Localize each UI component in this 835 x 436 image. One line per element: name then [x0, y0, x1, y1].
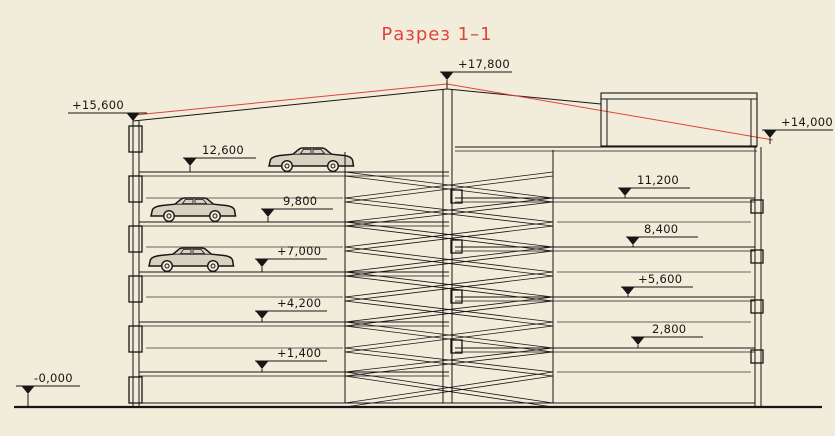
- elevation-label: 9,800: [283, 194, 317, 208]
- ramp-bay-columns: [344, 150, 554, 403]
- ramp-line: [344, 325, 554, 353]
- elevation-marker-r4: 8,400: [626, 222, 698, 247]
- elevation-marker-r5: 11,200: [618, 173, 690, 198]
- floor-slabs-right: [455, 146, 757, 353]
- ramp-line: [344, 271, 554, 298]
- section-title: Разрез 1–1: [381, 24, 492, 45]
- elevation-label: +15,600: [72, 98, 124, 112]
- ramps: [344, 171, 554, 408]
- ramp-line: [344, 171, 554, 199]
- elevation-marker-right-roof: +14,000: [762, 115, 833, 144]
- hidden-floor-edges: [146, 197, 751, 373]
- elevation-marker-l4: 9,800: [261, 194, 333, 222]
- left-wall: [128, 121, 143, 407]
- ground-line: [14, 402, 822, 409]
- elevation-label: +7,000: [277, 244, 321, 258]
- elevation-label: 8,400: [644, 222, 678, 236]
- ramp-line: [344, 225, 554, 252]
- elevation-label: 11,200: [637, 173, 679, 187]
- rooftop-structure: [600, 92, 758, 147]
- ramp-line: [344, 221, 554, 248]
- ramp-line: [344, 275, 554, 302]
- elevation-label: -0,000: [34, 371, 73, 385]
- ramp-line: [344, 296, 554, 323]
- ramp-line: [344, 347, 554, 373]
- car-lower-floor: [148, 247, 235, 273]
- elevation-label: +5,600: [638, 272, 682, 286]
- elevation-label: +4,200: [277, 296, 321, 310]
- ramp-line: [344, 175, 554, 203]
- elevation-marker-l5: 12,600: [183, 143, 256, 172]
- elevation-label: +1,400: [277, 346, 321, 360]
- ramp-line: [344, 371, 554, 404]
- elevation-marker-peak: +17,800: [440, 57, 512, 89]
- elevation-label: 2,800: [652, 322, 686, 336]
- elevation-marker-l2: +4,200: [255, 296, 327, 322]
- ramp-line: [344, 197, 554, 223]
- center-column: [442, 89, 463, 403]
- roof-lines: [132, 83, 774, 141]
- elevation-label: +14,000: [781, 115, 833, 129]
- roof-slope-line-left: [134, 83, 448, 116]
- car-top-floor: [268, 147, 355, 173]
- ramp-line: [344, 246, 554, 273]
- ramp-line: [344, 351, 554, 377]
- ramp-line: [344, 375, 554, 408]
- ramp-line: [344, 300, 554, 327]
- elevation-label: 12,600: [202, 143, 244, 157]
- elevation-marker-ground: -0,000: [16, 371, 80, 406]
- floor-slabs-left: [139, 171, 449, 377]
- roof-slope-line-right: [446, 83, 774, 141]
- elevation-marker-l1: +1,400: [255, 346, 327, 372]
- ramp-line: [344, 321, 554, 349]
- ramp-line: [344, 250, 554, 277]
- car-mid-floor: [150, 197, 237, 223]
- elevation-marker-left-roof: +15,600: [68, 98, 147, 121]
- elevation-marker-r3: +5,600: [621, 272, 693, 297]
- elevation-marker-l3: +7,000: [255, 244, 327, 272]
- elevation-marker-r2: 2,800: [631, 322, 703, 348]
- right-wall: [750, 147, 764, 407]
- elevation-label: +17,800: [458, 57, 510, 71]
- ramp-line: [344, 201, 554, 227]
